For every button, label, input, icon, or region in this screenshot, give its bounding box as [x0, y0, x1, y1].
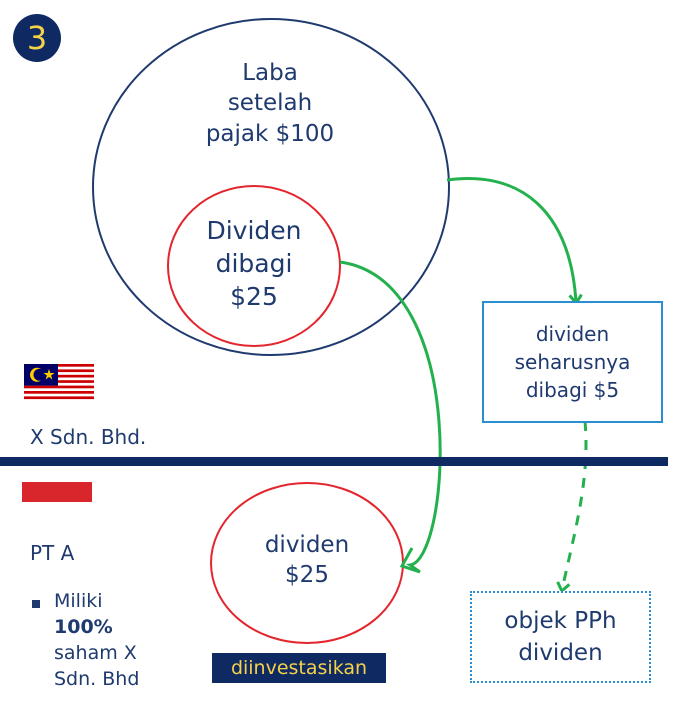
- bullet-strong: 100%: [54, 616, 113, 638]
- box-should-line-3: dibagi $5: [525, 378, 620, 402]
- invested-label: diinvestasikan: [212, 653, 386, 683]
- dividen-line-2: $25: [285, 562, 329, 589]
- ownership-bullet: Miliki 100% saham X Sdn. Bhd: [54, 588, 164, 692]
- arrow-head-dividen: [399, 547, 421, 574]
- box-tax-object: objek PPh dividen: [470, 591, 651, 683]
- step-badge: 3: [13, 14, 61, 62]
- dividen-circle-text: dividen $25: [227, 530, 387, 591]
- bullet-square-icon: [32, 600, 40, 608]
- arrow-to-box: [446, 177, 583, 306]
- object-line-2: dividen: [518, 640, 603, 666]
- border-divider: [0, 457, 668, 466]
- company-indonesia: PT A: [30, 541, 75, 565]
- box-should-divide: dividen seharusnya dibagi $5: [482, 301, 663, 423]
- arrow-to-object: [556, 420, 588, 594]
- inner-line-1: Dividen: [206, 216, 302, 245]
- outer-line-1: Laba: [242, 60, 298, 86]
- inner-line-3: $25: [230, 282, 278, 311]
- bullet-pre: Miliki: [54, 590, 103, 612]
- inner-circle-text: Dividen dibagi $25: [174, 214, 334, 313]
- outer-circle: [92, 18, 450, 356]
- dividen-line-1: dividen: [264, 532, 350, 558]
- inner-circle: [167, 185, 341, 347]
- malaysia-flag-icon: [24, 364, 94, 402]
- bullet-post-2: Sdn. Bhd: [54, 668, 140, 690]
- object-line-1: objek PPh: [504, 608, 617, 634]
- bullet-post-1: saham X: [54, 642, 137, 664]
- box-should-line-2: seharusnya: [514, 350, 631, 374]
- outer-circle-text: Laba setelah pajak $100: [170, 58, 370, 149]
- box-should-line-1: dividen: [535, 322, 610, 346]
- company-malaysia: X Sdn. Bhd.: [30, 425, 147, 449]
- indonesia-flag-icon: [22, 482, 92, 502]
- inner-line-2: dibagi: [215, 249, 293, 278]
- outer-line-2: setelah: [227, 90, 313, 117]
- arrow-to-dividen-circle: [339, 260, 442, 574]
- outer-line-3: pajak $100: [205, 120, 335, 147]
